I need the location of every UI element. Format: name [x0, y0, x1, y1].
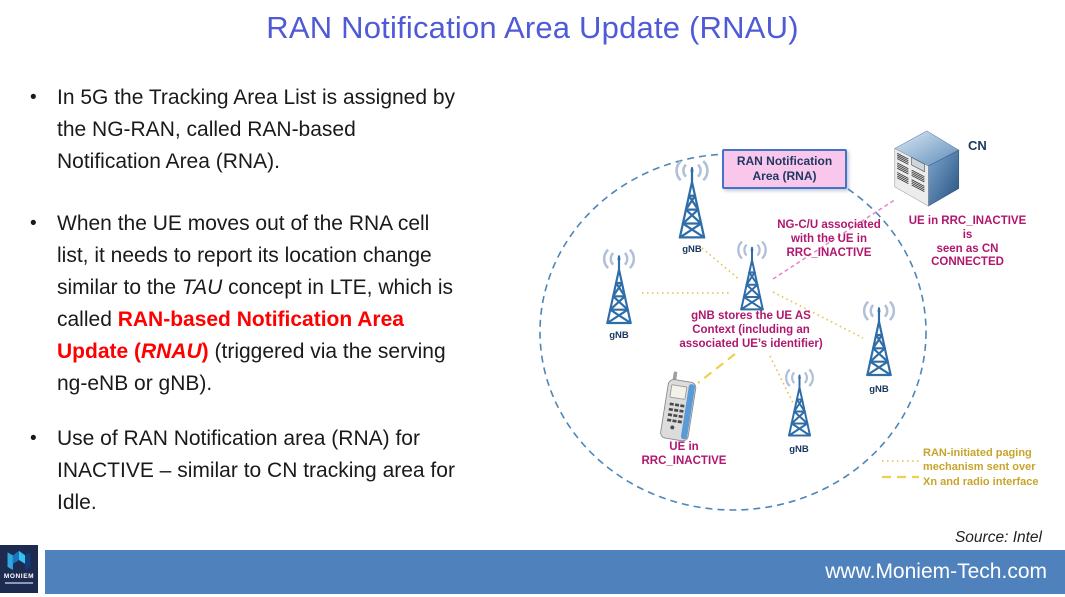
page-title: RAN Notification Area Update (RNAU) [266, 10, 799, 45]
gnb-tower-icon-serving [726, 240, 778, 314]
cn-label: CN [968, 138, 987, 153]
bullet1-line3: Notification Area (RNA). [57, 150, 280, 173]
ue-inactive-label: UE in RRC_INACTIVE [641, 441, 727, 467]
ue-phone-icon [655, 369, 707, 445]
gnb-tower-icon [594, 248, 644, 328]
bullet-text-3: Use of RAN Notification area (RNA) for I… [57, 427, 455, 514]
diagram-connectors [539, 153, 927, 511]
rna-area-label-box: RAN Notification Area (RNA) [722, 149, 847, 189]
rna-diagram: gNB gNB gNB gNB RAN Notification Area (R… [530, 100, 1065, 530]
gnb-label: gNB [869, 384, 889, 395]
bullet1-line2: the NG-RAN, called RAN-based [57, 118, 356, 141]
bullet-item-3: • Use of RAN Notification area (RNA) for… [30, 423, 522, 519]
gnb-label: gNB [609, 330, 629, 341]
bullet-marker: • [30, 428, 37, 449]
xn-link-bottom [769, 355, 794, 404]
rna-boundary-ellipse [539, 153, 927, 511]
bullet-text-2: When the UE moves out of the RNA cell li… [57, 212, 454, 395]
cn-connected-note: UE in RRC_INACTIVE is seen as CN CONNECT… [908, 215, 1027, 269]
radio-link-ue [697, 353, 736, 384]
gnb-label: gNB [789, 444, 809, 455]
gnb-tower-icon [854, 298, 904, 382]
bullet-text-1: In 5G the Tracking Area List is assigned… [57, 82, 455, 178]
footer-url[interactable]: www.Moniem-Tech.com [825, 560, 1047, 583]
rnau-red-text: RAN-based Notification Area [117, 308, 404, 331]
gnb-tower-icon [666, 158, 718, 244]
footer-bar: www.Moniem-Tech.com [45, 550, 1065, 594]
xn-link-right [772, 291, 864, 339]
ng-association-note: NG-C/U associated with the UE in RRC_INA… [777, 219, 881, 259]
bullet-item-2: • When the UE moves out of the RNA cell … [30, 208, 522, 400]
bullet-item-1: • In 5G the Tracking Area List is assign… [30, 82, 522, 178]
gnb-label: gNB [682, 244, 702, 255]
bullet-marker: • [30, 87, 37, 108]
xn-link-top [701, 247, 741, 281]
logo-tagline [5, 582, 33, 584]
core-network-icon [882, 116, 970, 213]
bullet-marker: • [30, 213, 37, 234]
source-credit: Source: Intel [954, 529, 1042, 546]
moniem-m-icon [7, 550, 31, 570]
bullet1-line1: In 5G the Tracking Area List is assigned… [57, 86, 456, 109]
logo-wordmark: MONIEM [3, 573, 35, 580]
moniem-logo: MONIEM [0, 545, 38, 593]
rnau-red-italic: RNAU [141, 340, 202, 363]
ng-link-cn [772, 198, 897, 280]
tau-italic: TAU [181, 276, 223, 299]
bullet-list: • In 5G the Tracking Area List is assign… [30, 82, 522, 519]
gnb-tower-icon [777, 366, 822, 442]
legend-text: RAN-initiated paging mechanism sent over… [923, 447, 1039, 488]
gnb-context-note: gNB stores the UE AS Context (including … [679, 310, 823, 350]
